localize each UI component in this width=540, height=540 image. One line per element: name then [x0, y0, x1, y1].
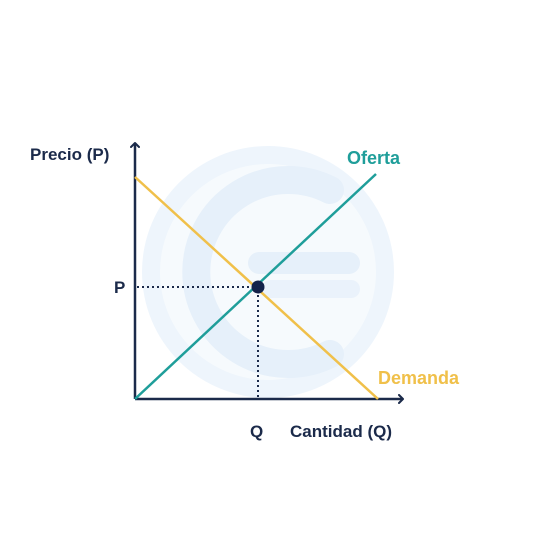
logo-watermark-icon	[142, 146, 394, 398]
demand-label: Demanda	[378, 368, 460, 388]
supply-label: Oferta	[347, 148, 401, 168]
price-label: P	[114, 278, 125, 297]
equilibrium-point	[251, 280, 265, 294]
quantity-label: Q	[250, 422, 263, 441]
y-axis-label: Precio (P)	[30, 145, 109, 164]
x-axis-label: Cantidad (Q)	[290, 422, 392, 441]
